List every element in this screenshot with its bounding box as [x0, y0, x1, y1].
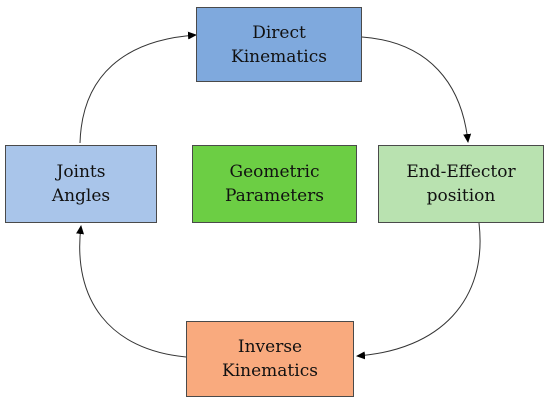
- arrow-end-effector-to-inverse: [356, 222, 481, 360]
- end-effector-position-box: End-Effector position: [378, 145, 544, 223]
- direct-kinematics-box: Direct Kinematics: [196, 7, 362, 82]
- end-effector-position-line2: position: [426, 186, 496, 206]
- arrow-inverse-to-joints: [76, 225, 187, 358]
- joints-angles-line1: Joints: [56, 162, 106, 182]
- arrow-joints-to-direct: [79, 31, 197, 144]
- arrow-direct-to-end-effector: [361, 36, 472, 143]
- geometric-parameters-box: Geometric Parameters: [192, 145, 357, 223]
- geometric-parameters-line2: Parameters: [225, 186, 324, 206]
- direct-kinematics-line2: Kinematics: [231, 46, 327, 67]
- inverse-kinematics-line1: Inverse: [237, 337, 303, 357]
- geometric-parameters-line1: Geometric: [229, 162, 320, 182]
- direct-kinematics-line1: Direct: [252, 22, 306, 43]
- joints-angles-line2: Angles: [51, 186, 111, 206]
- inverse-kinematics-line2: Kinematics: [222, 361, 318, 381]
- end-effector-position-line1: End-Effector: [406, 162, 516, 182]
- inverse-kinematics-box: Inverse Kinematics: [186, 321, 354, 397]
- joints-angles-box: Joints Angles: [5, 145, 157, 223]
